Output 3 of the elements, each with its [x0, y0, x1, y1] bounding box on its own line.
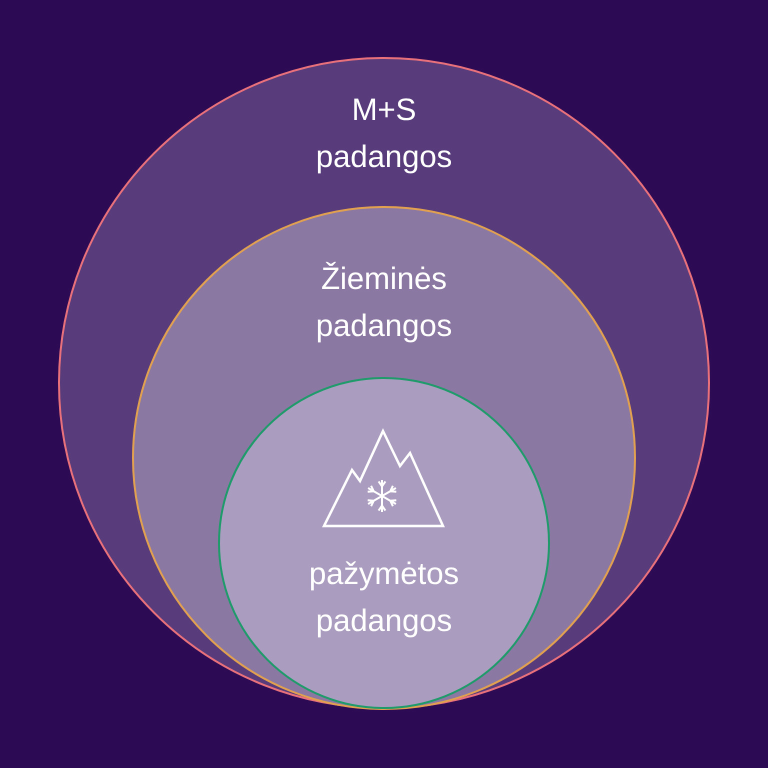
set-label: Žieminės padangos — [316, 260, 452, 344]
set-label: pažymėtos padangos — [309, 555, 459, 640]
set-label: M+S padangos — [316, 91, 452, 176]
